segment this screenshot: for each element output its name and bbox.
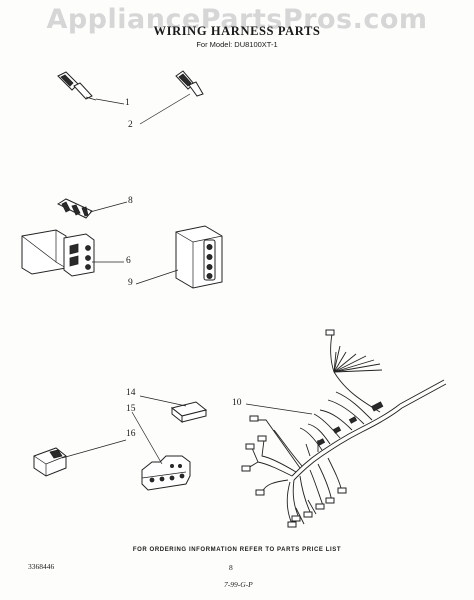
part-14-connector <box>170 401 208 424</box>
leader-1 <box>95 98 125 105</box>
callout-15: 15 <box>126 404 136 414</box>
model-label: For Model: DU8100XT-1 <box>196 40 278 49</box>
callout-10: 10 <box>232 398 242 408</box>
part-15-connector <box>141 455 191 491</box>
callout-9: 9 <box>128 278 133 288</box>
leader-16 <box>61 439 127 459</box>
part-16-connector <box>33 447 67 477</box>
callout-14: 14 <box>126 388 136 398</box>
ordering-note: FOR ORDERING INFORMATION REFER TO PARTS … <box>132 547 342 553</box>
callout-2: 2 <box>128 120 133 130</box>
document-number: 3368446 <box>28 562 55 571</box>
callout-8: 8 <box>128 196 133 206</box>
part-10-wiring-harness <box>241 329 447 528</box>
leader-15 <box>131 411 163 465</box>
revision-code: 7-99-G-P <box>224 580 253 589</box>
callout-1: 1 <box>125 98 130 108</box>
leader-10 <box>245 403 313 415</box>
part-1-terminal <box>57 71 97 101</box>
watermark: AppliancePartsPros.com <box>46 4 428 35</box>
diagram-title: WIRING HARNESS PARTS <box>153 24 321 38</box>
page-number: 8 <box>229 563 233 572</box>
leader-2 <box>139 93 191 125</box>
part-9-connector <box>175 225 223 289</box>
leader-8 <box>89 201 128 213</box>
part-8-terminal <box>56 198 93 219</box>
callout-16: 16 <box>126 429 136 439</box>
part-2-terminal <box>175 70 204 97</box>
leader-14 <box>139 395 187 407</box>
part-6-connector <box>21 229 95 277</box>
callout-6: 6 <box>126 256 131 266</box>
leader-9 <box>135 269 179 285</box>
